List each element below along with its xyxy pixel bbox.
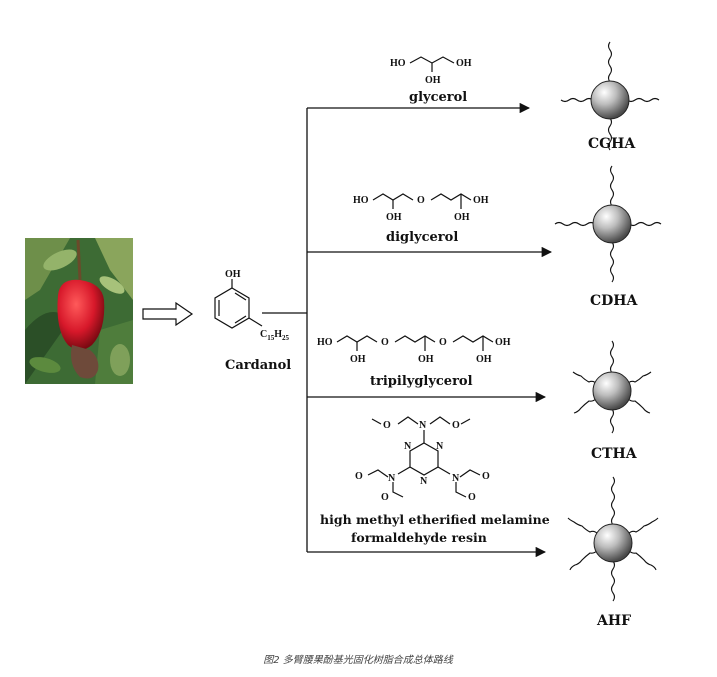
reagent-melamine-line1: high methyl etherified melamine <box>320 512 550 527</box>
figure-caption: 图2 多臂腰果酚基光固化树脂合成总体路线 <box>263 654 454 666</box>
svg-text:N: N <box>436 441 444 452</box>
chain-c: C <box>260 329 267 340</box>
svg-text:N: N <box>420 476 428 487</box>
product-cgha: CGHA <box>588 136 636 152</box>
svg-text:OH: OH <box>473 195 489 206</box>
svg-text:O: O <box>452 420 460 431</box>
svg-text:O: O <box>381 492 389 503</box>
svg-text:OH: OH <box>476 354 492 365</box>
cashew-apple <box>57 279 105 350</box>
svg-text:OH: OH <box>350 354 366 365</box>
reagent-melamine-line2: formaldehyde resin <box>351 530 487 545</box>
svg-text:O: O <box>482 471 490 482</box>
cardanol-oh-label: OH <box>225 269 241 280</box>
product-cdha: CDHA <box>590 293 639 309</box>
svg-text:N: N <box>419 420 427 431</box>
glycerol-structure: HO OH OH glycerol <box>390 56 472 105</box>
svg-text:OH: OH <box>425 75 441 86</box>
svg-text:OH: OH <box>454 212 470 223</box>
svg-text:O: O <box>439 337 447 348</box>
product-ctha: CTHA <box>591 446 638 462</box>
svg-text:O: O <box>383 420 391 431</box>
melamine-resin-structure: N N N N N N O O O O O O high methyl ethe… <box>320 416 550 545</box>
route-lines <box>262 102 553 558</box>
cashew-apple-photo <box>25 238 133 384</box>
product-ctha-star <box>572 340 652 434</box>
svg-text:N: N <box>388 473 396 484</box>
svg-text:C15H25: C15H25 <box>260 329 290 342</box>
svg-text:OH: OH <box>418 354 434 365</box>
reagent-diglycerol: diglycerol <box>386 230 458 245</box>
chain-sub2: 25 <box>282 334 290 342</box>
products: CGHA CDHA CTHA AHF <box>554 41 662 629</box>
svg-text:O: O <box>468 492 476 503</box>
reagent-glycerol: glycerol <box>409 90 467 105</box>
svg-text:HO: HO <box>317 337 333 348</box>
svg-text:O: O <box>381 337 389 348</box>
diglycerol-structure: HO O OH OH OH diglycerol <box>353 193 489 245</box>
svg-text:OH: OH <box>495 337 511 348</box>
cardanol-structure: OH C15H25 Cardanol <box>214 269 291 373</box>
svg-text:O: O <box>417 195 425 206</box>
hollow-arrow-icon <box>142 301 194 327</box>
chain-sub: 15 <box>267 334 275 342</box>
svg-text:HO: HO <box>390 58 406 69</box>
svg-text:N: N <box>452 473 460 484</box>
reagent-tripilyglycerol: tripilyglycerol <box>370 374 473 389</box>
svg-text:OH: OH <box>386 212 402 223</box>
svg-text:HO: HO <box>353 195 369 206</box>
cardanol-name: Cardanol <box>225 358 291 373</box>
svg-text:O: O <box>355 471 363 482</box>
svg-text:OH: OH <box>456 58 472 69</box>
product-ahf: AHF <box>596 613 631 629</box>
product-cgha-star <box>560 41 660 151</box>
tripilyglycerol-structure: HO O O OH OH OH OH tripilyglycerol <box>317 335 511 389</box>
product-cdha-star <box>554 165 662 283</box>
product-ahf-star <box>567 476 659 602</box>
svg-text:N: N <box>404 441 412 452</box>
chain-h: H <box>274 329 282 340</box>
cashew-nut <box>71 345 99 379</box>
